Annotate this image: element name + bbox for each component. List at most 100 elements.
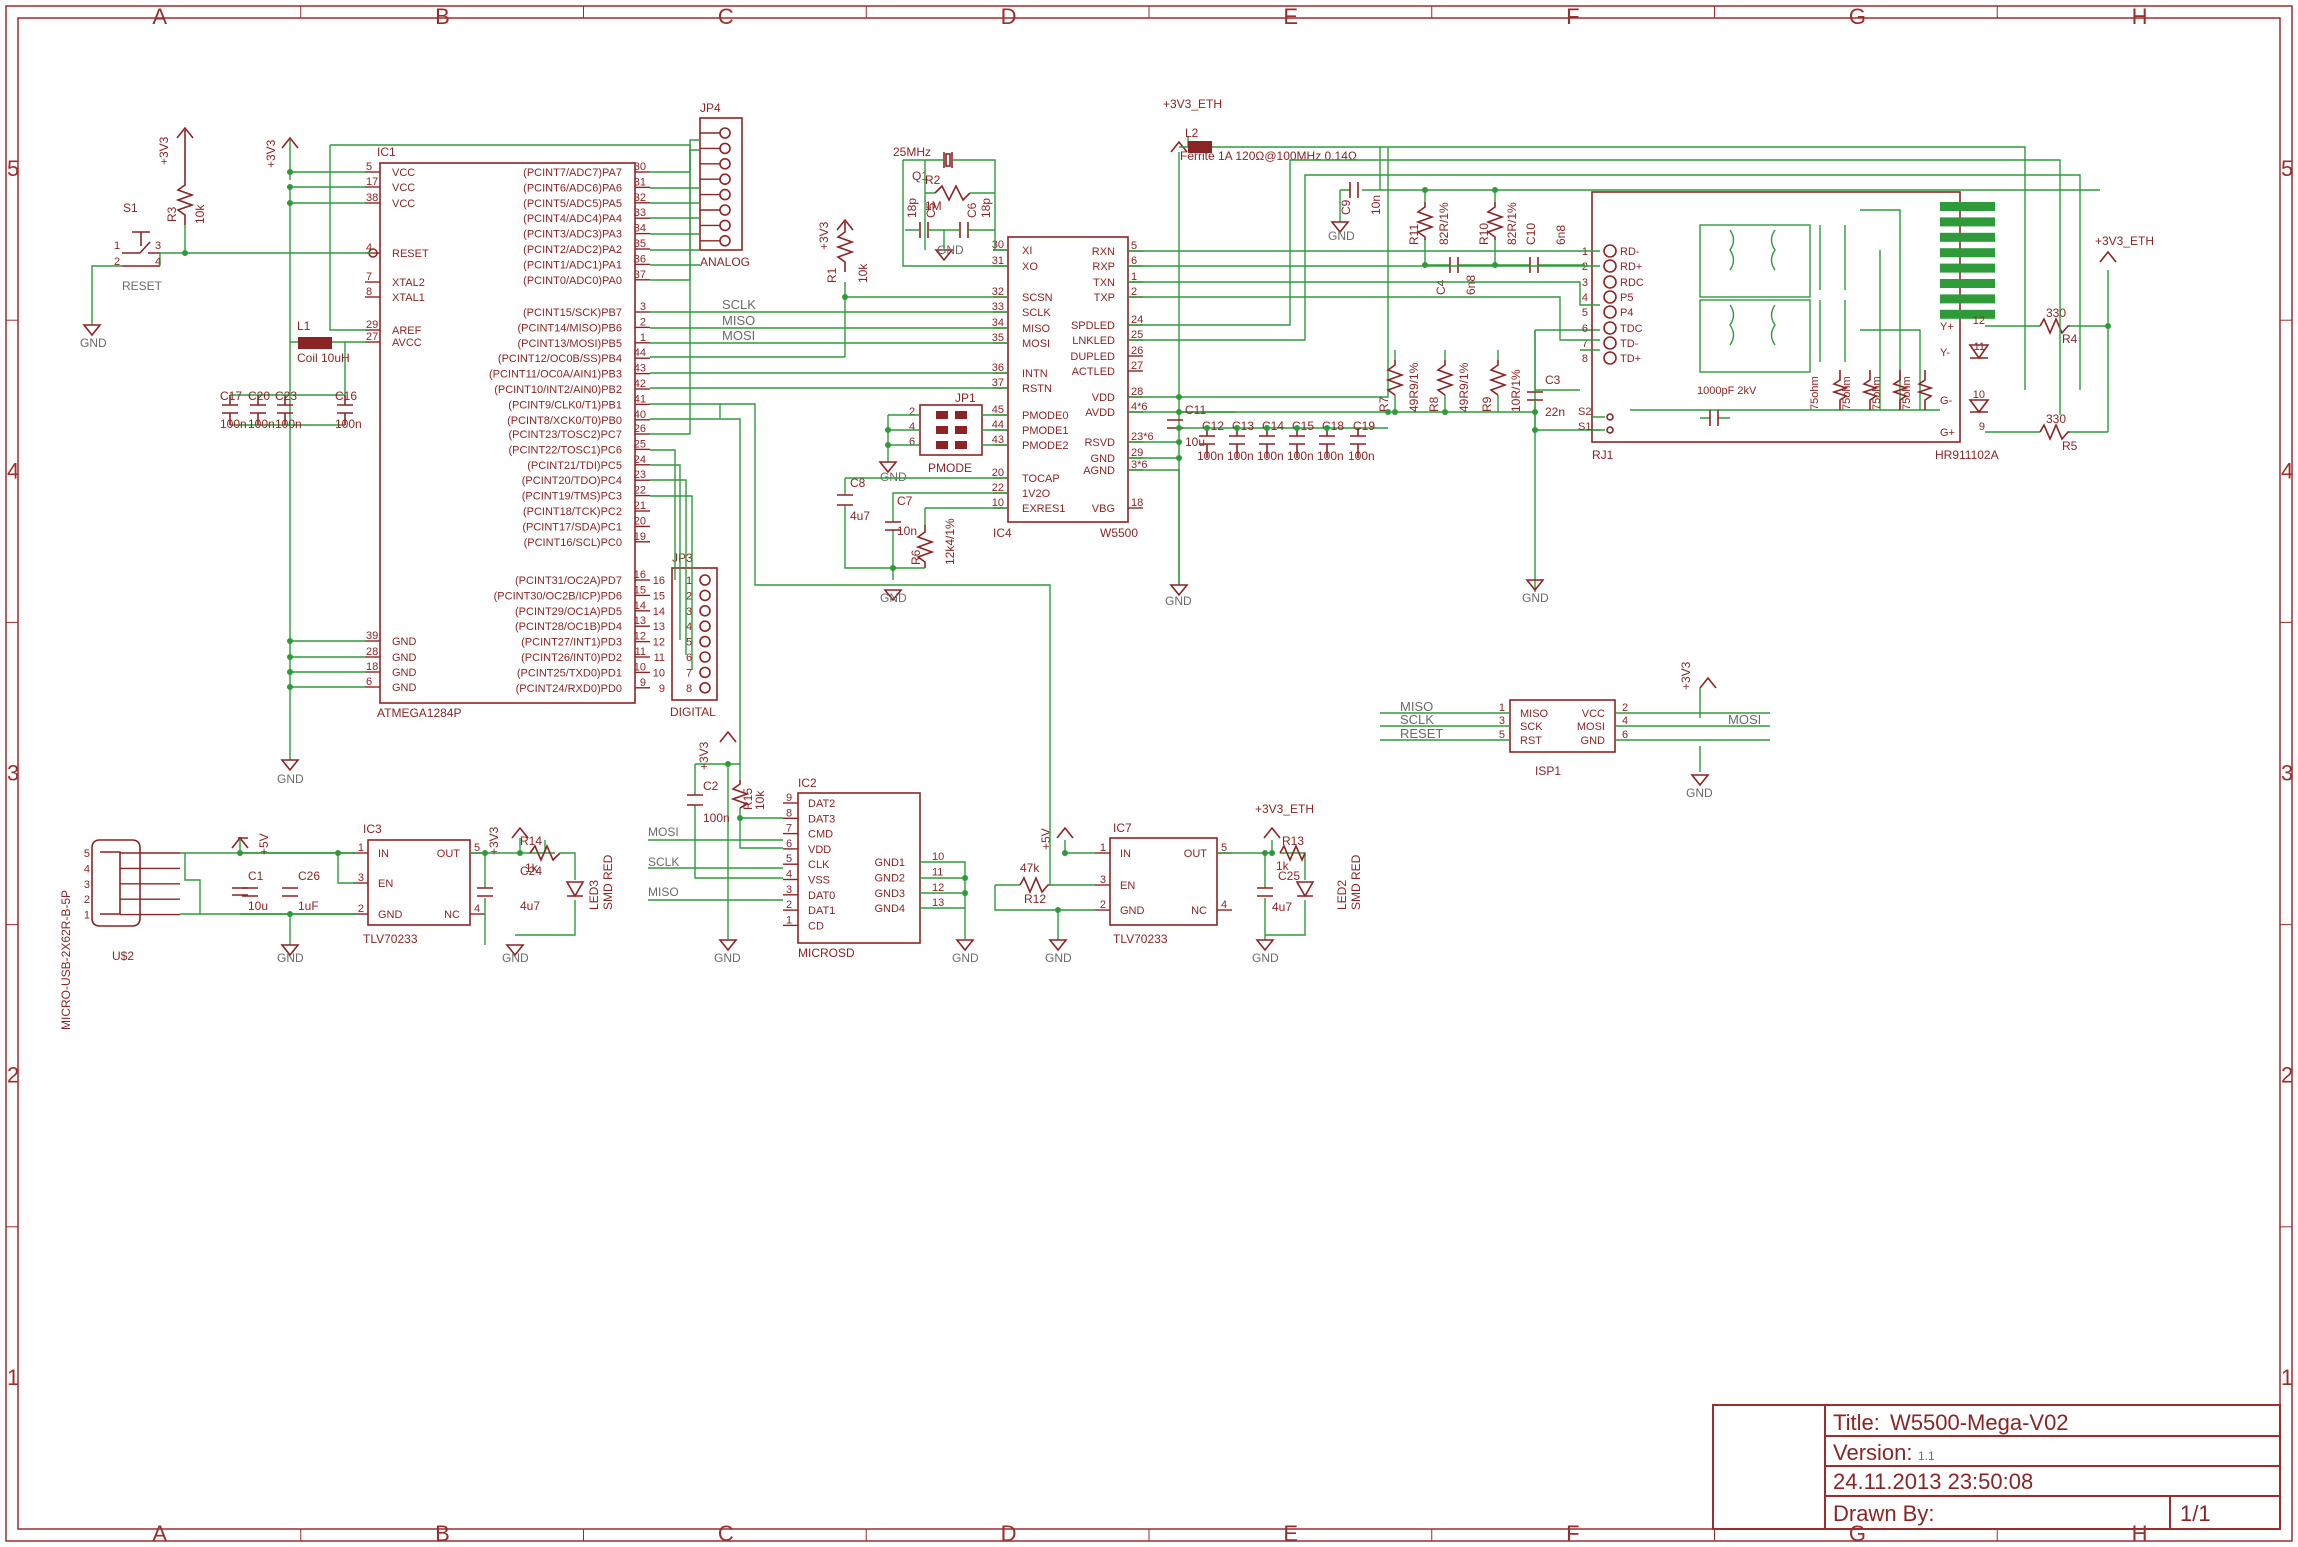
ic4-left-pin-num: 31 [992,255,1004,267]
r5-ref: R5 [2062,439,2078,453]
ic1-left-pin-num: 38 [366,192,378,204]
spi-bus: SCLK MISO MOSI [650,139,2081,885]
rj1-contact-bar [1940,248,1995,258]
frame-col-top-B: B [435,4,450,29]
jp3-contact-num: 1 [686,575,692,587]
ic4-right-pin-num: 4*6 [1131,401,1148,413]
junction-dot [1492,187,1498,193]
junction-dot [1062,850,1068,856]
ic4-right-pin-name: SPDLED [1071,320,1115,332]
ic1-right-pin-num: 12 [634,631,646,643]
ic1-right-pin-name: (PCINT26/INT0)PD2 [521,652,622,664]
c7-value: 10n [897,524,917,538]
ic3-out-gnd: GND [502,951,529,965]
jp3-contact [699,666,711,679]
r3-ref: R3 [165,206,179,222]
rj1-pin-num: 5 [1582,307,1588,319]
jp3-pin-num: 16 [653,575,665,587]
ic1-left-pin-num: 17 [366,176,378,188]
usb-pin-num: 3 [84,879,90,891]
junction-dot [287,638,293,644]
r3-supply: +3V3 [157,136,171,165]
ic2-gnd2: GND [952,951,979,965]
junction-dot [1442,409,1448,415]
junction-dot [1176,455,1182,461]
frame-col-bottom-A: A [152,1521,167,1546]
r14-value: 1k [525,861,539,875]
ic4-left-pin-name: RSTN [1022,383,1052,395]
junction-dot [890,565,896,571]
c3-ref: C3 [1545,373,1561,387]
ic4-right-pin-name: DUPLED [1070,351,1115,363]
frame-row-left-3: 3 [7,761,19,786]
rj1-pin-name: P5 [1620,292,1633,304]
ic4-left-pin-name: SCSN [1022,292,1053,304]
ic7-value: TLV70233 [1113,932,1168,946]
ic4-left-pin-name: TOCAP [1022,473,1060,485]
frame-col-top-F: F [1566,4,1579,29]
ic4-right-pin-name: LNKLED [1072,335,1115,347]
l1-value: Coil 10uH [297,351,350,365]
jp3-pin-num: 11 [654,652,665,664]
rj1-pin-num: 8 [1582,353,1588,365]
rj1-contact [1603,321,1617,335]
jp4-contact [719,158,731,170]
frame-col-bottom-B: B [435,1521,450,1546]
frame-col-bottom-C: C [718,1521,734,1546]
eth-cap-symbol [1319,428,1335,458]
ic1-cap-symbol [222,395,238,425]
s1-pin3: 3 [155,240,161,252]
s1-pin1: 1 [114,240,120,252]
jp4-contact [719,204,731,216]
led3-ref: LED3 [587,880,601,910]
ic2-left-pin-name: DAT0 [808,890,835,902]
eth-cap-ref: C19 [1353,419,1375,433]
jp3-contact-num: 4 [686,621,692,633]
c4-value: 6n8 [1464,275,1478,295]
rj1-pin-num: 7 [1582,338,1588,350]
c7-ref: C7 [897,494,913,508]
jp3-pin-num: 12 [653,637,665,649]
ic4-right-pin-name: TXN [1093,277,1115,289]
r9-value: 10R/1% [1509,369,1523,412]
ic1-right-pin-name: (PCINT23/TOSC2)PC7 [509,429,623,441]
ic4-right-pin-name: RXN [1092,246,1115,258]
c2-ref: C2 [703,779,719,793]
ic2-left-pin-num: 1 [786,914,792,926]
ic7-out-gnd: GND [1252,951,1279,965]
ic1-right-pin-num: 2 [640,316,646,328]
title-label: Title: [1833,1410,1880,1435]
ic1-right-pin-name: (PCINT22/TOSC1)PC6 [509,444,623,456]
ic1-left-pin-name: RESET [392,248,429,260]
ic1-right-pin-name: (PCINT14/MISO)PB6 [517,322,622,334]
ic1-left-pin-name: GND [392,667,417,679]
jp1-gnd: GND [880,470,907,484]
ic1-right-pin-num: 3 [640,301,646,313]
ic4-right-pin-name: GND [1091,453,1116,465]
ic4-right-pin-name: VDD [1092,392,1115,404]
eth-gnd: GND [1165,594,1192,608]
r10-value: 82R/1% [1505,202,1519,245]
rj1-led-label: G+ [1940,427,1955,439]
ic7-in-net: +5V [1039,828,1053,850]
ic4-right-pin-name: AGND [1083,465,1115,477]
jp3-contact-num: 7 [686,667,692,679]
jp1-pin2: 2 [909,406,915,418]
rj1-pin-name: TDC [1620,323,1643,335]
isp-net-left: MISO [1400,699,1433,714]
junction-dot [287,200,293,206]
crystal-value: 25MHz [893,145,931,159]
rj1-contact-bar [1940,294,1995,304]
date-value: 24.11.2013 23:50:08 [1833,1469,2033,1494]
ic1-cap-ref: C16 [335,389,357,403]
title-block: Title: W5500-Mega-V02 Version: 1.1 24.11… [1712,1404,2281,1530]
ic2-right-pin-num: 13 [932,897,944,909]
isp-net-left: RESET [1400,726,1443,741]
eth-cap-symbol [1289,428,1305,458]
rj1-contact-bar [1940,279,1995,288]
ic2-left-pin-name: DAT2 [808,798,835,810]
ic4-left-pin-num: 35 [992,332,1004,344]
